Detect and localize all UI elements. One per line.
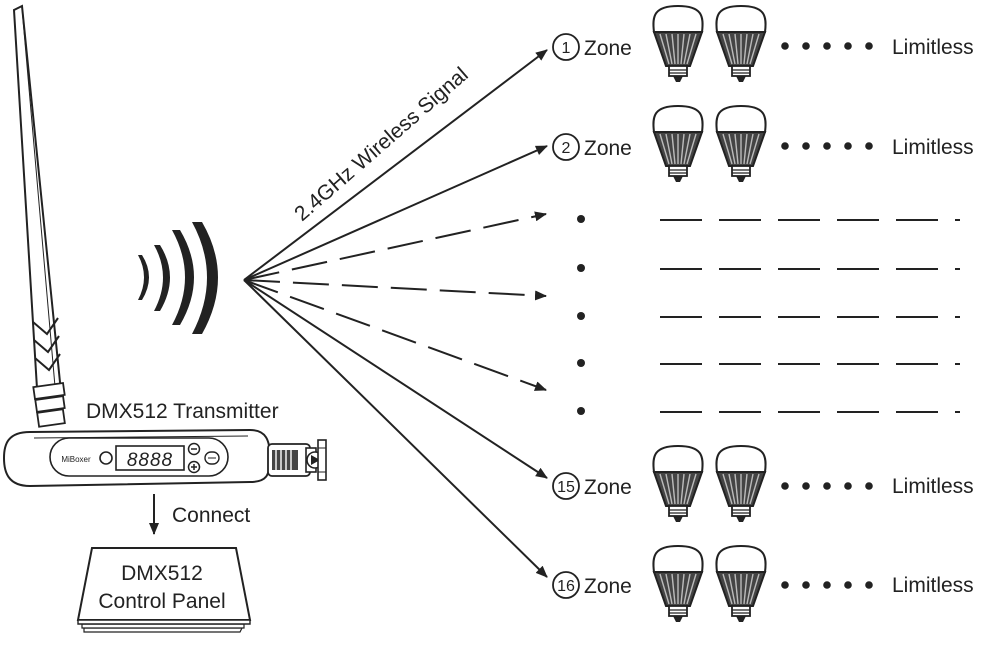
plus-button[interactable]	[187, 460, 201, 474]
connect-label: Connect	[172, 504, 250, 527]
ellipsis-dots	[781, 42, 873, 50]
signal-line-zone-2	[243, 145, 548, 281]
antenna	[12, 4, 66, 428]
bulb-icon	[715, 5, 767, 83]
transmitter-label: DMX512 Transmitter	[86, 400, 279, 423]
zone-number: 16	[557, 578, 575, 595]
zone-number-badge	[552, 33, 580, 61]
zone-number-badge	[552, 472, 580, 500]
bulb-icon	[652, 5, 704, 83]
ellipsis-dots	[781, 581, 873, 589]
zone-row: 15 Zone Limitless	[552, 445, 974, 523]
brand-logo: MiBoxer	[61, 455, 91, 464]
bulb-icon	[652, 105, 704, 183]
display-digits: 8888	[127, 450, 173, 471]
limitless-label: Limitless	[892, 574, 974, 597]
signal-line-zone-16	[243, 279, 548, 578]
zone-number: 2	[562, 140, 571, 157]
bulb-icon	[652, 445, 704, 523]
signal-line-zone-1	[243, 49, 548, 281]
limitless-label: Limitless	[892, 36, 974, 59]
mode-button[interactable]	[204, 451, 220, 465]
signal-label: 2.4GHz Wireless Signal	[290, 63, 472, 226]
bulb-icon	[715, 445, 767, 523]
omitted-zones	[577, 215, 960, 415]
zone-row: 1 Zone Limitless	[552, 5, 974, 83]
dmx512-transmitter: MiBoxer 8888	[2, 428, 327, 488]
bulb-icon	[715, 545, 767, 623]
ellipsis-dots	[781, 482, 873, 490]
power-button[interactable]	[99, 451, 113, 465]
omitted-row	[577, 215, 960, 223]
limitless-label: Limitless	[892, 475, 974, 498]
zone-number-badge	[552, 133, 580, 161]
zone-label: Zone	[584, 575, 632, 598]
signal-line-dashed-2	[243, 279, 547, 301]
ellipsis-dots	[781, 142, 873, 150]
omitted-row	[577, 407, 960, 415]
zone-label: Zone	[584, 37, 632, 60]
signal-line-dashed-1	[243, 211, 547, 281]
omitted-row	[577, 264, 960, 272]
control-panel-line1: DMX512	[121, 562, 203, 585]
led-display	[115, 445, 185, 471]
zone-label: Zone	[584, 476, 632, 499]
wireless-signal-icon	[138, 222, 218, 334]
limitless-label: Limitless	[892, 136, 974, 159]
zone-number: 15	[557, 479, 575, 496]
signal-line-zone-15	[243, 279, 548, 479]
zone-row: 2 Zone Limitless	[552, 105, 974, 183]
zone-row: 16 Zone Limitless	[552, 545, 974, 623]
bulb-icon	[715, 105, 767, 183]
zone-label: Zone	[584, 137, 632, 160]
zone-number-badge	[552, 571, 580, 599]
signal-lines	[243, 49, 548, 578]
dmx512-control-panel: DMX512 Control Panel	[76, 547, 252, 633]
control-panel-line2: Control Panel	[98, 590, 225, 613]
bulb-icon	[652, 545, 704, 623]
zone-number: 1	[562, 40, 571, 57]
signal-line-dashed-3	[243, 279, 547, 391]
minus-button[interactable]	[187, 442, 201, 456]
omitted-row	[577, 312, 960, 320]
xlr-connector-icon	[267, 439, 327, 481]
omitted-row	[577, 359, 960, 367]
